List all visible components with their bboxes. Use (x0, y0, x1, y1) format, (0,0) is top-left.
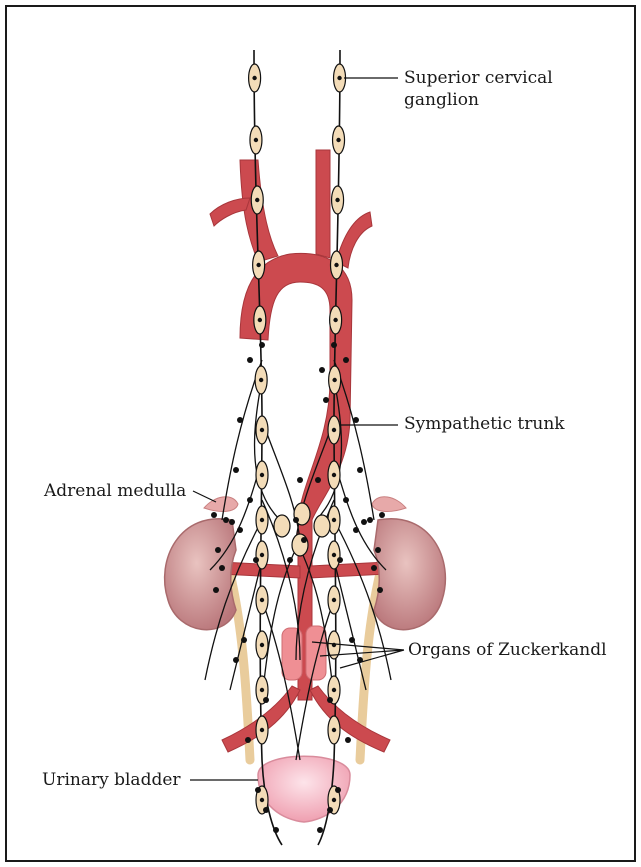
ganglion-nucleus-l-2 (255, 198, 259, 202)
ganglion-nucleus-l-3 (256, 263, 260, 267)
synapse-dot-19 (273, 827, 279, 833)
synapse-dot-24 (331, 342, 337, 348)
synapse-dot-29 (379, 512, 385, 518)
synapse-dot-17 (255, 787, 261, 793)
synapse-dot-39 (327, 697, 333, 703)
ganglion-nucleus-l-13 (260, 728, 264, 732)
ganglion-nucleus-l-5 (259, 378, 263, 382)
synapse-dot-42 (327, 807, 333, 813)
synapse-dot-33 (371, 565, 377, 571)
synapse-dot-9 (219, 565, 225, 571)
sympathetic-trunk-label: Sympathetic trunk (404, 413, 565, 435)
ganglion-nucleus-r-9 (332, 553, 336, 557)
organs-of-zuckerkandl-label: Organs of Zuckerkandl (408, 639, 607, 661)
synapse-dot-31 (353, 527, 359, 533)
synapse-dot-7 (237, 527, 243, 533)
synapse-dot-27 (357, 467, 363, 473)
synapse-dot-41 (335, 787, 341, 793)
synapse-dot-18 (263, 807, 269, 813)
ganglion-nucleus-l-9 (260, 553, 264, 557)
synapse-dot-30 (361, 519, 367, 525)
ganglion-nucleus-r-13 (332, 728, 336, 732)
ganglion-nucleus-r-2 (335, 198, 339, 202)
superior-cervical-ganglion-line1: Superior cervical (404, 67, 553, 89)
urinary-bladder-label: Urinary bladder (42, 769, 181, 791)
synapse-dot-46 (319, 367, 325, 373)
synapse-dot-26 (353, 417, 359, 423)
prevertebral-ganglion-1 (314, 515, 330, 537)
synapse-dot-16 (245, 737, 251, 743)
synapse-dot-25 (343, 357, 349, 363)
synapse-dot-10 (213, 587, 219, 593)
ganglion-nucleus-l-8 (260, 518, 264, 522)
right-kidney (374, 519, 445, 630)
synapse-dot-37 (349, 637, 355, 643)
synapse-dot-0 (259, 342, 265, 348)
ganglion-nucleus-l-12 (260, 688, 264, 692)
ganglion-nucleus-r-1 (336, 138, 340, 142)
synapse-dot-13 (241, 637, 247, 643)
ganglion-nucleus-l-10 (260, 598, 264, 602)
synapse-dot-40 (345, 737, 351, 743)
synapse-dot-6 (229, 519, 235, 525)
synapse-dot-2 (237, 417, 243, 423)
synapse-dot-35 (343, 497, 349, 503)
ganglion-nucleus-l-14 (260, 798, 264, 802)
synapse-dot-45 (323, 397, 329, 403)
ganglion-nucleus-r-4 (333, 318, 337, 322)
synapse-dot-1 (247, 357, 253, 363)
synapse-dot-36 (337, 557, 343, 563)
synapse-dot-20 (297, 477, 303, 483)
synapse-dot-14 (233, 657, 239, 663)
ganglion-nucleus-l-11 (260, 643, 264, 647)
synapse-dot-8 (215, 547, 221, 553)
synapse-dot-5 (211, 512, 217, 518)
adrenal-medulla-label: Adrenal medulla (44, 480, 186, 502)
ganglion-nucleus-r-0 (337, 76, 341, 80)
superior-cervical-ganglion-label: Superior cervical ganglion (404, 67, 553, 111)
synapse-dot-22 (301, 537, 307, 543)
ganglion-nucleus-r-8 (332, 518, 336, 522)
synapse-dot-3 (233, 467, 239, 473)
ganglion-nucleus-r-6 (332, 428, 336, 432)
ganglion-nucleus-r-14 (332, 798, 336, 802)
synapse-dot-4 (223, 517, 229, 523)
ganglion-nucleus-r-10 (332, 598, 336, 602)
ganglion-nucleus-l-0 (252, 76, 256, 80)
ganglion-nucleus-r-12 (332, 688, 336, 692)
synapse-dot-11 (247, 497, 253, 503)
synapse-dot-12 (253, 557, 259, 563)
synapse-dot-44 (315, 477, 321, 483)
ganglion-nucleus-r-3 (334, 263, 338, 267)
synapse-dot-43 (317, 827, 323, 833)
ganglion-nucleus-l-7 (260, 473, 264, 477)
prevertebral-ganglion-0 (274, 515, 290, 537)
synapse-dot-21 (293, 517, 299, 523)
synapse-dot-23 (287, 557, 293, 563)
ganglion-nucleus-l-1 (254, 138, 258, 142)
superior-cervical-ganglion-line2: ganglion (404, 89, 553, 111)
right-adrenal (372, 497, 406, 512)
synapse-dot-28 (367, 517, 373, 523)
prevertebral-ganglion-3 (292, 534, 308, 556)
synapse-dot-15 (263, 697, 269, 703)
ganglion-nucleus-l-4 (258, 318, 262, 322)
ganglion-nucleus-r-7 (332, 473, 336, 477)
synapse-dot-32 (375, 547, 381, 553)
synapse-dot-34 (377, 587, 383, 593)
ganglion-nucleus-l-6 (260, 428, 264, 432)
ganglion-nucleus-r-5 (332, 378, 336, 382)
left-kidney (165, 519, 236, 630)
